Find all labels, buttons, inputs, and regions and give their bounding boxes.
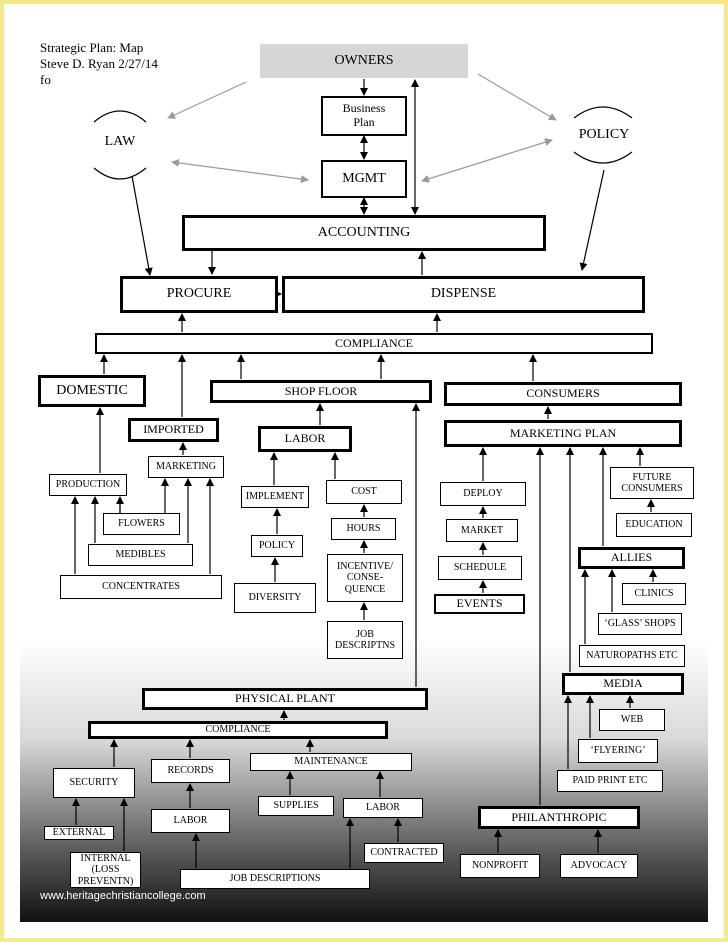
records-node: RECORDS [151, 759, 230, 783]
security-node: SECURITY [53, 768, 135, 798]
flyering-node: ‘FLYERING’ [578, 739, 658, 763]
doc-author-date: Steve D. Ryan 2/27/14 [40, 56, 158, 71]
allies-node: ALLIES [578, 547, 685, 569]
diversity-node: DIVERSITY [234, 583, 316, 613]
naturopaths-node: NATUROPATHS ETC [579, 645, 685, 667]
policy-circle-top-arc [573, 106, 633, 119]
marketing-plan-node: MARKETING PLAN [444, 420, 682, 447]
job-descriptns-node: JOB DESCRIPTNS [327, 621, 403, 659]
education-node: EDUCATION [616, 513, 692, 537]
future-consumers-node: FUTURE CONSUMERS [610, 467, 694, 499]
supplies-node: SUPPLIES [258, 796, 334, 816]
imported-node: IMPORTED [128, 418, 219, 442]
dispense-node: DISPENSE [282, 276, 645, 313]
labor2-node: LABOR [151, 809, 230, 833]
hours-node: HOURS [331, 518, 396, 540]
connector-4 [421, 138, 553, 183]
production-node: PRODUCTION [49, 474, 127, 496]
implement-node: IMPLEMENT [241, 486, 309, 508]
accounting-node: ACCOUNTING [182, 215, 546, 251]
web-node: WEB [599, 709, 665, 731]
business-plan-node: Business Plan [321, 96, 407, 136]
law-circle-top-arc [93, 110, 147, 123]
internal-node: INTERNAL (LOSS PREVENTN) [70, 852, 141, 888]
connector-12 [131, 175, 153, 276]
compliance2-node: COMPLIANCE [88, 721, 388, 739]
contracted-node: CONTRACTED [364, 843, 444, 863]
clinics-node: CLINICS [622, 583, 686, 605]
compliance-node: COMPLIANCE [95, 333, 653, 354]
watermark: www.heritagechristiancollege.com [40, 890, 206, 902]
job-descriptions-node: JOB DESCRIPTIONS [180, 869, 370, 889]
maintenance-node: MAINTENANCE [250, 753, 412, 771]
external-node: EXTERNAL [44, 826, 114, 840]
connector-1 [167, 81, 247, 119]
doc-title: Strategic Plan: Map [40, 40, 144, 55]
procure-node: PROCURE [120, 276, 278, 313]
physical-plant-node: PHYSICAL PLANT [142, 688, 428, 710]
media-node: MEDIA [562, 673, 684, 695]
labor3-node: LABOR [343, 798, 423, 818]
policy-label: POLICY [578, 127, 630, 142]
glass-shops-node: ‘GLASS’ SHOPS [598, 613, 682, 635]
connector-13 [579, 169, 605, 271]
paid-print-node: PAID PRINT ETC [557, 770, 663, 792]
shop-floor-node: SHOP FLOOR [210, 380, 432, 403]
flowers-node: FLOWERS [103, 513, 180, 535]
medibles-node: MEDIBLES [88, 544, 193, 566]
owners-node: OWNERS [260, 44, 468, 78]
labor-node: LABOR [258, 426, 352, 452]
cost-node: COST [326, 480, 402, 504]
marketing-node: MARKETING [148, 456, 224, 478]
consumers-node: CONSUMERS [444, 382, 682, 406]
policy-box-node: POLICY [251, 535, 303, 557]
concentrates-node: CONCENTRATES [60, 575, 222, 599]
market-node: MARKET [446, 519, 518, 542]
policy-circle-bottom-arc [573, 151, 633, 164]
law-circle-bottom-arc [93, 167, 147, 180]
doc-fragment: fo [40, 72, 51, 87]
advocacy-node: ADVOCACY [560, 854, 638, 878]
schedule-node: SCHEDULE [438, 556, 522, 580]
mgmt-node: MGMT [321, 160, 407, 198]
philanthropic-node: PHILANTHROPIC [478, 806, 640, 829]
deploy-node: DEPLOY [440, 482, 526, 506]
domestic-node: DOMESTIC [38, 375, 146, 407]
incentive-node: INCENTIVE/ CONSE- QUENCE [327, 554, 403, 602]
events-node: EVENTS [434, 594, 525, 614]
connector-3 [171, 158, 309, 184]
connector-2 [477, 73, 557, 121]
nonprofit-node: NONPROFIT [460, 854, 540, 878]
law-label: LAW [104, 134, 136, 149]
